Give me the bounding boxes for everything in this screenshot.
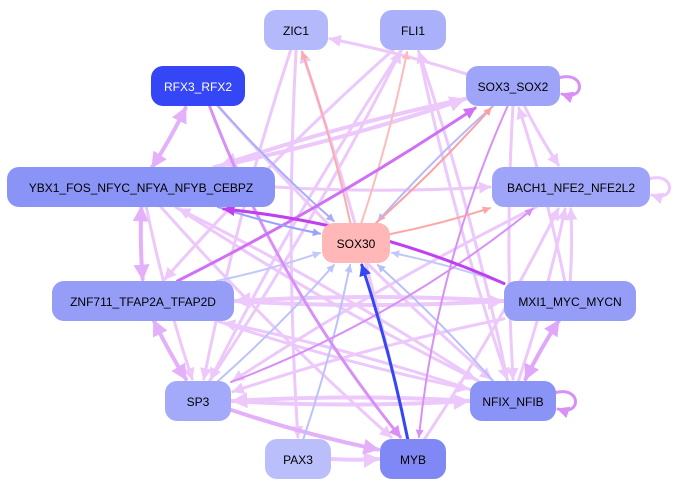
edge-znf711-tfap2a-tfap2d-to-sox3-sox2 <box>175 106 477 283</box>
edge-fli1-to-nfix-nfib <box>416 48 510 381</box>
node-label: MYB <box>400 453 426 467</box>
node-label: BACH1_NFE2_NFE2L2 <box>507 181 635 195</box>
edge-ybx1-fos-nfyc-nfya-nfyb-cebpz-to-znf711-tfap2a-tfap2d <box>132 205 150 281</box>
edge-myb-to-bach1-nfe2-nfe2l2 <box>423 207 560 441</box>
node-box[interactable] <box>7 167 275 207</box>
edge-sox30-to-sox3-sox2 <box>375 107 492 224</box>
node-label: YBX1_FOS_NFYC_NFYA_NFYB_CEBPZ <box>29 181 254 195</box>
node-box[interactable] <box>52 281 234 321</box>
node-nfix-nfib[interactable]: NFIX_NFIB <box>470 381 556 421</box>
node-box[interactable] <box>322 223 390 263</box>
edge-sox3-sox2-to-myb <box>415 105 509 438</box>
edge-ybx1-fos-nfyc-nfya-nfyb-cebpz-to-rfx3-rfx2 <box>150 106 188 169</box>
node-label: SP3 <box>187 395 210 409</box>
node-pax3[interactable]: PAX3 <box>265 439 331 479</box>
node-box[interactable] <box>165 381 231 421</box>
edge-pax3-to-sox30 <box>302 264 353 440</box>
node-label: PAX3 <box>283 453 313 467</box>
node-label: SOX3_SOX2 <box>478 80 549 94</box>
node-box[interactable] <box>265 439 331 479</box>
edge-myb-to-sox30 <box>359 263 410 441</box>
edge-sox30-to-fli1 <box>360 51 410 224</box>
edge-sp3-to-nfix-nfib <box>229 393 470 410</box>
edge-sp3-to-myb <box>229 407 380 455</box>
edge-nfix-nfib-to-sp3 <box>231 392 472 409</box>
node-label: SOX30 <box>337 237 376 251</box>
edge-sox3-sox2-to-nfix-nfib <box>506 104 519 381</box>
edges-layer <box>132 34 671 468</box>
edge-sox30-to-bach1-nfe2-nfe2l2 <box>389 206 491 236</box>
edge-sp3-to-fli1 <box>208 50 402 383</box>
edge-mxi1-myc-mycn-to-sp3 <box>231 317 506 394</box>
node-rfx3-rfx2[interactable]: RFX3_RFX2 <box>151 66 245 106</box>
edge-nfix-nfib-to-znf711-tfap2a-tfap2d <box>222 319 472 391</box>
node-fli1[interactable]: FLI1 <box>380 10 446 50</box>
edge-ybx1-fos-nfyc-nfya-nfyb-cebpz-to-bach1-nfe2-nfe2l2 <box>273 181 492 194</box>
node-label: ZNF711_TFAP2A_TFAP2D <box>70 295 216 309</box>
edge-bach1-nfe2-nfe2l2-to-bach1-nfe2-nfe2l2 <box>646 176 671 205</box>
node-bach1-nfe2-nfe2l2[interactable]: BACH1_NFE2_NFE2L2 <box>492 167 650 207</box>
edge-rfx3-rfx2-to-sox30 <box>217 105 335 222</box>
edge-sox30-to-zic1 <box>300 51 352 224</box>
node-mxi1-myc-mycn[interactable]: MXI1_MYC_MYCN <box>504 281 636 321</box>
edge-fli1-to-sp3 <box>209 48 403 381</box>
edge-pax3-to-myb <box>329 451 380 468</box>
edge-znf711-tfap2a-tfap2d-to-mxi1-myc-mycn <box>232 293 504 310</box>
node-sox30[interactable]: SOX30 <box>322 223 390 263</box>
node-myb[interactable]: MYB <box>380 439 446 479</box>
node-box[interactable] <box>504 281 636 321</box>
edge-rfx3-rfx2-to-myb <box>208 104 402 439</box>
node-label: ZIC1 <box>283 24 309 38</box>
edge-sox3-sox2-to-bach1-nfe2-nfe2l2 <box>522 104 560 167</box>
node-zic1[interactable]: ZIC1 <box>264 10 328 50</box>
node-box[interactable] <box>264 10 328 50</box>
node-label: FLI1 <box>401 24 425 38</box>
edge-nfix-nfib-to-ybx1-fos-nfyc-nfya-nfyb-cebpz <box>177 207 480 383</box>
node-znf711-tfap2a-tfap2d[interactable]: ZNF711_TFAP2A_TFAP2D <box>52 281 234 321</box>
node-label: NFIX_NFIB <box>482 395 543 409</box>
node-box[interactable] <box>380 10 446 50</box>
edge-ybx1-fos-nfyc-nfya-nfyb-cebpz-to-nfix-nfib <box>174 205 477 381</box>
edge-sox3-sox2-to-sox3-sox2 <box>556 75 581 104</box>
node-box[interactable] <box>466 66 560 106</box>
edge-nfix-nfib-to-nfix-nfib <box>552 390 577 419</box>
edge-sp3-to-bach1-nfe2-nfe2l2 <box>230 208 534 384</box>
edge-znf711-tfap2a-tfap2d-to-sp3 <box>152 319 188 381</box>
edge-bach1-nfe2-nfe2l2-to-sp3 <box>231 205 538 383</box>
edge-znf711-tfap2a-tfap2d-to-sox30 <box>215 251 321 282</box>
node-box[interactable] <box>380 439 446 479</box>
node-box[interactable] <box>492 167 650 207</box>
edge-mxi1-myc-mycn-to-nfix-nfib <box>523 319 561 381</box>
edge-sp3-to-sox30 <box>217 264 335 382</box>
edge-zic1-to-sp3 <box>200 48 293 381</box>
edge-sox3-sox2-to-sox30 <box>377 105 494 222</box>
node-label: MXI1_MYC_MYCN <box>518 295 621 309</box>
edge-mxi1-myc-mycn-to-bach1-nfe2-nfe2l2 <box>565 207 578 283</box>
edge-ybx1-fos-nfyc-nfya-nfyb-cebpz-to-myb <box>159 205 393 439</box>
node-sp3[interactable]: SP3 <box>165 381 231 421</box>
edge-zic1-to-pax3 <box>289 48 304 439</box>
node-ybx1-fos-nfyc-nfya-nfyb-cebpz[interactable]: YBX1_FOS_NFYC_NFYA_NFYB_CEBPZ <box>7 167 275 207</box>
node-box[interactable] <box>470 381 556 421</box>
edge-fli1-to-znf711-tfap2a-tfap2d <box>163 48 395 281</box>
node-label: RFX3_RFX2 <box>164 80 232 94</box>
node-box[interactable] <box>151 66 245 106</box>
node-sox3-sox2[interactable]: SOX3_SOX2 <box>466 66 560 106</box>
